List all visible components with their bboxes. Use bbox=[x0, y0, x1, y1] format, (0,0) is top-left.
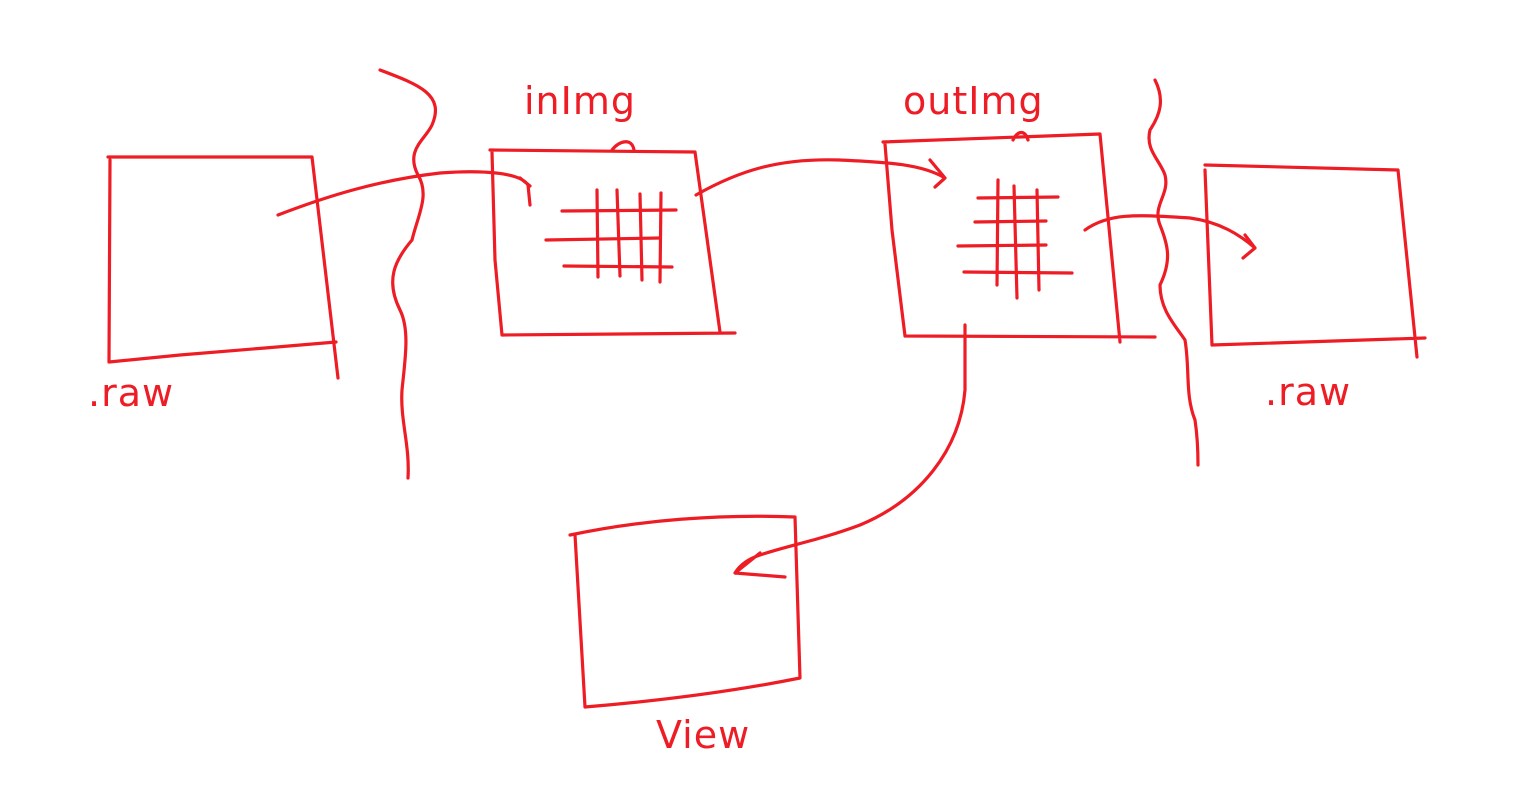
label-view: View bbox=[656, 713, 751, 757]
raw-output-box bbox=[1203, 163, 1427, 359]
outimg-frame bbox=[881, 132, 1157, 344]
raw-input-box bbox=[106, 155, 340, 380]
arrow-outimg-to-view bbox=[733, 323, 967, 579]
inimg-knob bbox=[610, 140, 636, 152]
outimg-pixel-grid bbox=[956, 178, 1074, 300]
label-raw-output: .raw bbox=[1265, 370, 1352, 414]
arrow-raw-to-inimg bbox=[276, 170, 532, 217]
boundary-line-right bbox=[1147, 78, 1200, 467]
outimg-knob bbox=[1011, 130, 1030, 142]
arrow-inimg-to-outimg bbox=[694, 158, 947, 197]
label-outimg: outImg bbox=[903, 79, 1044, 123]
label-raw-input: .raw bbox=[88, 371, 175, 415]
boundary-line-left bbox=[378, 68, 438, 480]
inimg-frame bbox=[488, 148, 737, 337]
label-inimg: inImg bbox=[524, 79, 636, 123]
inimg-pixel-grid bbox=[544, 188, 678, 284]
view-box bbox=[568, 514, 802, 709]
arrow-outimg-to-raw bbox=[1083, 214, 1257, 260]
